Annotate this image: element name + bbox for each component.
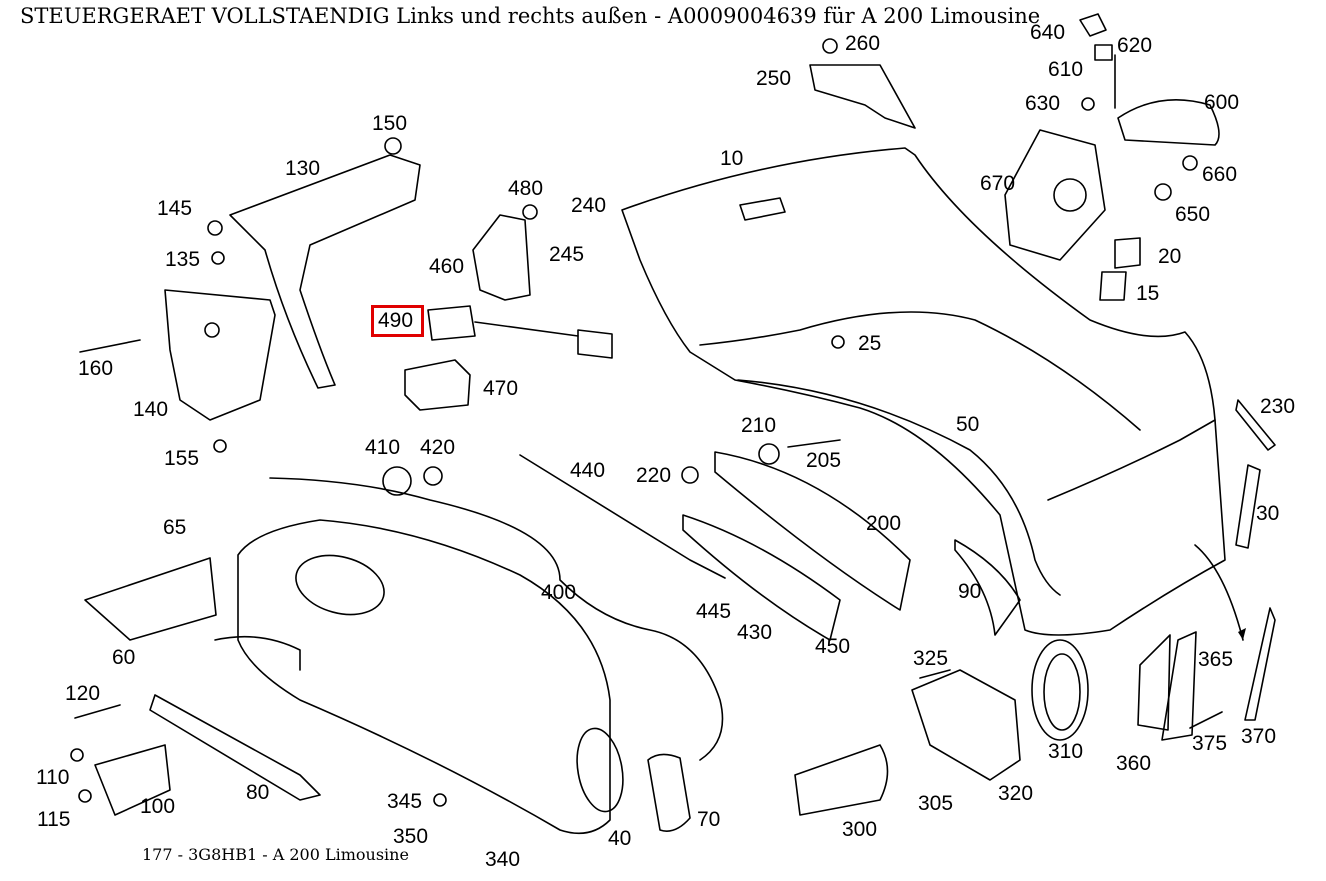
part-label-50[interactable]: 50: [956, 413, 980, 436]
part-label-250[interactable]: 250: [756, 67, 792, 90]
diagram-footer: 177 - 3G8HB1 - A 200 Limousine: [142, 845, 409, 864]
part-label-15[interactable]: 15: [1136, 282, 1160, 305]
part-label-135[interactable]: 135: [165, 248, 201, 271]
part-label-620[interactable]: 620: [1117, 34, 1153, 57]
part-label-100[interactable]: 100: [140, 795, 176, 818]
part-label-300[interactable]: 300: [842, 818, 878, 841]
part-600-drawing: [1117, 99, 1220, 146]
part-label-450[interactable]: 450: [815, 635, 851, 658]
part-label-90[interactable]: 90: [958, 580, 982, 603]
part-label-650[interactable]: 650: [1175, 203, 1211, 226]
part-label-70[interactable]: 70: [697, 808, 721, 831]
part-label-210[interactable]: 210: [741, 414, 777, 437]
left-trim-drawing: [84, 557, 217, 641]
part-label-360[interactable]: 360: [1116, 752, 1152, 775]
part-label-110[interactable]: 110: [36, 766, 70, 789]
part-label-120[interactable]: 120: [65, 682, 101, 705]
bracket-250-drawing: [809, 64, 916, 129]
part-label-670[interactable]: 670: [980, 172, 1016, 195]
part-label-345[interactable]: 345: [387, 790, 423, 813]
part-490-highlight[interactable]: [371, 305, 424, 337]
part-label-150[interactable]: 150: [372, 112, 408, 135]
diffuser-drawing: [237, 519, 611, 835]
part-label-260[interactable]: 260: [845, 32, 881, 55]
part-label-365[interactable]: 365: [1198, 648, 1234, 671]
part-label-310[interactable]: 310: [1048, 740, 1084, 763]
part-label-155[interactable]: 155: [164, 447, 200, 470]
part-label-30[interactable]: 30: [1256, 502, 1280, 525]
control-unit-490-drawing: [427, 305, 476, 341]
part-label-115[interactable]: 115: [37, 808, 71, 831]
part-label-660[interactable]: 660: [1202, 163, 1238, 186]
part-label-340[interactable]: 340: [485, 848, 521, 871]
part-label-470[interactable]: 470: [483, 377, 519, 400]
part-label-370[interactable]: 370: [1241, 725, 1277, 748]
left-support-drawing: [164, 289, 276, 421]
module-470-drawing: [404, 359, 471, 411]
part-label-640[interactable]: 640: [1030, 21, 1066, 44]
part-label-400[interactable]: 400: [541, 581, 577, 604]
part-label-40[interactable]: 40: [608, 827, 632, 850]
part-label-245[interactable]: 245: [549, 243, 585, 266]
part-label-240[interactable]: 240: [571, 194, 607, 217]
part-label-445[interactable]: 445: [696, 600, 732, 623]
part-label-600[interactable]: 600: [1204, 91, 1240, 114]
part-300-drawing: [794, 744, 889, 816]
left-bracket-drawing: [229, 154, 421, 389]
module-460-drawing: [472, 214, 531, 301]
part-label-630[interactable]: 630: [1025, 92, 1061, 115]
part-label-80[interactable]: 80: [246, 781, 270, 804]
part-label-350[interactable]: 350: [393, 825, 429, 848]
part-label-490[interactable]: 490: [378, 309, 414, 332]
part-label-375[interactable]: 375: [1192, 732, 1228, 755]
part-label-65[interactable]: 65: [163, 516, 187, 539]
part-label-410[interactable]: 410: [365, 436, 401, 459]
impact-rail-drawing: [714, 451, 911, 611]
part-label-160[interactable]: 160: [78, 357, 114, 380]
part-label-145[interactable]: 145: [157, 197, 193, 220]
part-310-drawing: [1031, 639, 1089, 741]
part-320-drawing: [911, 669, 1021, 781]
part-label-220[interactable]: 220: [636, 464, 672, 487]
part-label-230[interactable]: 230: [1260, 395, 1296, 418]
part-label-140[interactable]: 140: [133, 398, 169, 421]
part-label-610[interactable]: 610: [1048, 58, 1084, 81]
part-label-480[interactable]: 480: [508, 177, 544, 200]
part-label-325[interactable]: 325: [913, 647, 949, 670]
part-label-200[interactable]: 200: [866, 512, 902, 535]
part-label-60[interactable]: 60: [112, 646, 136, 669]
part-90-drawing: [954, 539, 1021, 636]
bumper-cover-drawing: [621, 147, 1226, 636]
part-label-10[interactable]: 10: [720, 147, 744, 170]
part-label-205[interactable]: 205: [806, 449, 842, 472]
part-label-420[interactable]: 420: [420, 436, 456, 459]
part-label-460[interactable]: 460: [429, 255, 465, 278]
part-label-320[interactable]: 320: [998, 782, 1034, 805]
part-label-130[interactable]: 130: [285, 157, 321, 180]
part-label-20[interactable]: 20: [1158, 245, 1182, 268]
page-title: STEUERGERAET VOLLSTAENDIG Links und rech…: [20, 4, 1041, 28]
part-label-305[interactable]: 305: [918, 792, 954, 815]
strip-50-drawing: [737, 379, 1061, 596]
part-label-25[interactable]: 25: [858, 332, 882, 355]
part-label-430[interactable]: 430: [737, 621, 773, 644]
part-label-440[interactable]: 440: [570, 459, 606, 482]
part-670-drawing: [1004, 129, 1106, 261]
